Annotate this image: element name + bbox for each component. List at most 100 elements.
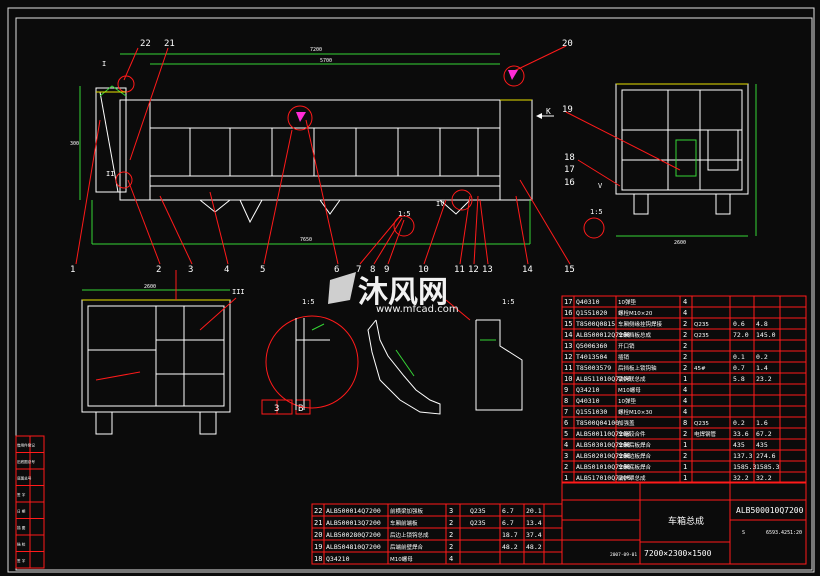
part-row-no: 15 xyxy=(564,320,572,328)
part-row-qty: 1 xyxy=(683,474,687,482)
part-row-name: M10螺母 xyxy=(390,555,413,563)
part-row-code: T4013504 xyxy=(576,353,607,361)
part-row-qty: 4 xyxy=(449,555,453,563)
part-row-name: 前护罩总成 xyxy=(618,474,646,482)
part-row-qty: 2 xyxy=(683,452,687,460)
part-row-material: Q235 xyxy=(694,421,709,427)
dim-end-width: 2600 xyxy=(144,284,156,290)
part-row-material: Q235 xyxy=(694,322,709,328)
ref-box-letter: B xyxy=(298,404,303,414)
balloons-main: 1 2 3 4 5 6 7 8 9 10 11 12 13 14 15 22 2… xyxy=(70,39,575,275)
part-row-code: Q40310 xyxy=(576,298,600,306)
part-row-unit-weight: 0.1 xyxy=(733,353,745,361)
watermark-brand: 沐风网 xyxy=(358,275,448,310)
part-row-unit-weight: 6.7 xyxy=(502,507,514,515)
part-row-material: 电焊钢管 xyxy=(694,430,717,438)
part-row-material: Q235 xyxy=(694,333,709,339)
registry-row-label: 签 字 xyxy=(17,492,26,497)
part-row-no: 9 xyxy=(564,386,568,394)
registry-row-label: 底图总号 xyxy=(17,475,32,480)
balloon-11: 11 xyxy=(454,265,465,275)
balloon-4: 4 xyxy=(224,265,229,275)
part-row-total-weight: 1.6 xyxy=(756,419,768,427)
balloon-22: 22 xyxy=(140,39,151,49)
part-row-code: ALB500013Q7200 xyxy=(326,519,381,527)
title-block-size: 7200×2300×1500 xyxy=(644,549,712,558)
part-row-name: 10弹垫 xyxy=(618,298,636,306)
part-row-no: 6 xyxy=(564,419,568,427)
part-row-name: 车厢边板焊合 xyxy=(618,452,652,460)
title-block-drawing-no: ALB500010Q7200 xyxy=(736,506,804,515)
part-row-qty: 2 xyxy=(683,430,687,438)
part-row-code: ALB517010Q7200 xyxy=(576,474,631,482)
ref-box-number: 3 xyxy=(274,404,279,414)
part-row-name: 后挡板上锁钩轴 xyxy=(618,364,657,372)
balloon-15: 15 xyxy=(564,265,575,275)
registry-row-label: 日 期 xyxy=(17,508,26,513)
part-row-no: 22 xyxy=(314,507,322,515)
part-row-code: T85003579 xyxy=(576,364,611,372)
part-row-total-weight: 145.0 xyxy=(756,331,776,339)
scale-label-3: 1:5 xyxy=(502,298,515,306)
part-row-total-weight: 274.6 xyxy=(756,452,776,460)
part-row-unit-weight: 18.7 xyxy=(502,531,518,539)
outer-border xyxy=(7,7,815,573)
part-row-no: 2 xyxy=(564,463,568,471)
balloon-6: 6 xyxy=(334,265,339,275)
balloon-10: 10 xyxy=(418,265,429,275)
main-side-view xyxy=(75,45,571,265)
arrow-k-label: K xyxy=(546,107,551,116)
registry-row-label: 描 校 xyxy=(17,541,26,546)
part-row-unit-weight: 137.3 xyxy=(733,452,753,460)
part-row-qty: 4 xyxy=(683,298,687,306)
title-block-stage: S xyxy=(742,530,745,536)
part-row-code: Q5006360 xyxy=(576,342,607,350)
part-row-qty: 2 xyxy=(683,320,687,328)
part-row-qty: 1 xyxy=(683,463,687,471)
part-row-qty: 2 xyxy=(449,519,453,527)
balloon-17: 17 xyxy=(564,165,575,175)
part-row-no: 19 xyxy=(314,543,322,551)
part-row-no: 21 xyxy=(314,519,322,527)
balloon-18: 18 xyxy=(564,153,575,163)
part-row-qty: 8 xyxy=(683,419,687,427)
part-row-unit-weight: 48.2 xyxy=(502,543,518,551)
part-row-no: 5 xyxy=(564,430,568,438)
part-row-total-weight: 0.2 xyxy=(756,353,768,361)
detail-IV-label: IV xyxy=(436,200,445,208)
part-row-code: ALB500110Q7200 xyxy=(576,430,631,438)
part-row-no: 18 xyxy=(314,555,322,563)
dim-top-long: 7200 xyxy=(310,47,322,53)
detail-II-label: II xyxy=(106,170,114,178)
part-row-code: ALB503010Q7200 xyxy=(576,441,631,449)
part-row-unit-weight: 0.6 xyxy=(733,320,745,328)
part-row-code: Q34210 xyxy=(576,386,600,394)
part-row-unit-weight: 33.6 xyxy=(733,430,749,438)
part-row-name: 插销 xyxy=(618,353,630,361)
part-row-name: 螺栓M10×20 xyxy=(618,309,653,317)
part-row-qty: 3 xyxy=(449,507,453,515)
part-row-qty: 2 xyxy=(449,531,453,539)
part-row-name: 车厢前端板 xyxy=(390,519,418,527)
part-row-material: Q235 xyxy=(470,507,486,515)
part-row-qty: 4 xyxy=(683,408,687,416)
part-row-total-weight: 435 xyxy=(756,441,768,449)
part-row-qty: 2 xyxy=(683,342,687,350)
part-row-material: Q235 xyxy=(470,519,486,527)
part-row-name: 车厢后板焊合 xyxy=(618,441,652,449)
part-row-qty: 1 xyxy=(683,441,687,449)
detail-III-label: III xyxy=(232,288,245,296)
part-row-name: 后边上锁钩总成 xyxy=(390,531,429,539)
part-row-material: 45# xyxy=(694,366,706,372)
part-row-no: 11 xyxy=(564,364,572,372)
part-row-unit-weight: 72.0 xyxy=(733,331,749,339)
end-view-bottom xyxy=(81,270,311,435)
part-row-qty: 4 xyxy=(683,397,687,405)
end-view-right xyxy=(565,83,757,239)
part-row-code: T8500Q04100 xyxy=(576,419,619,427)
part-row-code: Q34210 xyxy=(326,555,350,563)
part-row-total-weight: 67.2 xyxy=(756,430,772,438)
balloon-14: 14 xyxy=(522,265,533,275)
part-row-qty: 2 xyxy=(683,364,687,372)
